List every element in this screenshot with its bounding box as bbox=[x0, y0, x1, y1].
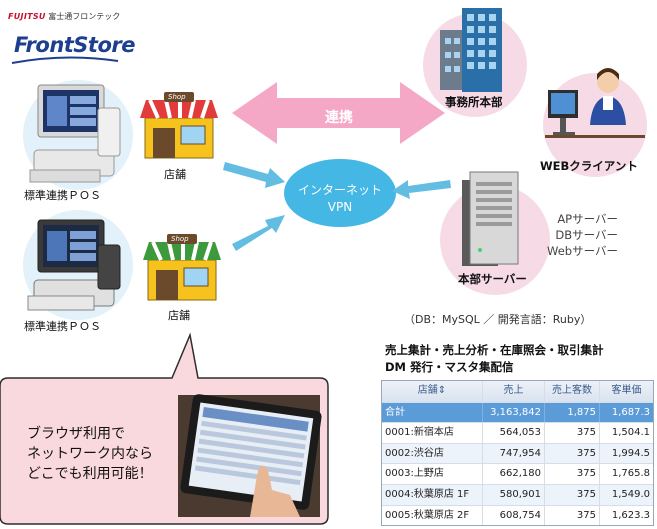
table-row[interactable]: 0005:秋葉原店 2F 608,754 375 1,623.3 bbox=[382, 504, 653, 526]
office-label: 事務所本部 bbox=[445, 95, 503, 109]
server-role-web: Webサーバー bbox=[547, 244, 618, 258]
store-label-1: 店舗 bbox=[164, 168, 186, 181]
table-cell: 1,623.3 bbox=[611, 509, 650, 521]
col-header-unit-price[interactable]: 客単価 bbox=[611, 385, 642, 396]
callout-text: ブラウザ利用で ネットワーク内なら どこでも利用可能！ bbox=[27, 424, 153, 484]
col-header-customers[interactable]: 売上客数 bbox=[545, 381, 600, 402]
table-cell: 1,875 bbox=[545, 402, 600, 423]
table-cell: 608,754 bbox=[483, 505, 545, 526]
table-cell: 合計 bbox=[382, 402, 483, 423]
table-cell: 375 bbox=[545, 443, 600, 464]
table-cell: 375 bbox=[545, 464, 600, 484]
server-roles: APサーバー DBサーバー Webサーバー bbox=[528, 211, 618, 259]
callout-line-3: どこでも利用可能！ bbox=[27, 466, 153, 482]
link-arrow bbox=[232, 82, 445, 144]
pos-terminal-2 bbox=[27, 219, 121, 311]
server-label: 本部サーバー bbox=[458, 272, 527, 286]
table-cell: 0004:秋葉原店 1F bbox=[382, 484, 483, 505]
web-client-icon bbox=[545, 68, 645, 138]
server-icon bbox=[462, 171, 519, 266]
fujitsu-logo: FUJITSU 富士通フロンテック bbox=[8, 11, 120, 22]
store-icon-1 bbox=[140, 92, 218, 159]
logo-swoosh-icon bbox=[11, 56, 119, 64]
table-cell: 1,687.3 bbox=[611, 406, 650, 418]
db-note: （DB：MySQL ／ 開発言語：Ruby） bbox=[404, 313, 592, 326]
table-cell: 1,994.5 bbox=[611, 447, 650, 459]
sales-table: 店舗⇕ 売上 売上客数 客単価 合計 3,163,842 1,875 1,687… bbox=[381, 380, 654, 527]
table-row[interactable]: 0001:新宿本店 564,053 375 1,504.1 bbox=[382, 422, 653, 443]
table-cell: 564,053 bbox=[483, 423, 545, 443]
web-client-label: WEBクライアント bbox=[540, 159, 638, 173]
table-cell: 1,504.1 bbox=[611, 427, 650, 439]
store-label-2: 店舗 bbox=[168, 309, 190, 322]
office-building-icon bbox=[440, 8, 502, 92]
table-cell: 747,954 bbox=[483, 443, 545, 464]
feature-list: 売上集計・売上分析・在庫照会・取引集計 DM 発行・マスタ集配信 bbox=[385, 342, 604, 376]
table-cell: 375 bbox=[545, 505, 600, 526]
table-cell: 0003:上野店 bbox=[382, 464, 483, 484]
table-cell: 0001:新宿本店 bbox=[382, 423, 483, 443]
callout-line-1: ブラウザ利用で bbox=[27, 426, 125, 442]
table-cell: 0002:渋谷店 bbox=[382, 443, 483, 464]
table-cell: 3,163,842 bbox=[483, 402, 545, 423]
shop-sign-1: Shop bbox=[168, 93, 186, 101]
shop-sign-2: Shop bbox=[171, 235, 189, 243]
table-header-row: 店舗⇕ 売上 売上客数 客単価 bbox=[382, 381, 653, 402]
table-cell: 1,765.8 bbox=[611, 468, 650, 480]
server-role-db: DBサーバー bbox=[555, 228, 618, 242]
cloud-line-1: インターネット bbox=[297, 183, 382, 197]
table-cell: 0005:秋葉原店 2F bbox=[382, 505, 483, 526]
fujitsu-company: 富士通フロンテック bbox=[48, 12, 121, 21]
vpn-cloud bbox=[284, 159, 396, 227]
table-cell: 1,549.0 bbox=[611, 488, 650, 500]
table-cell: 375 bbox=[545, 423, 600, 443]
vpn-cloud-label: インターネット VPN bbox=[290, 182, 390, 216]
frontstore-logo: FrontStore bbox=[14, 33, 136, 57]
arrows-to-cloud bbox=[223, 162, 451, 251]
server-role-ap: APサーバー bbox=[557, 212, 618, 226]
table-cell: 375 bbox=[545, 484, 600, 505]
tablet-photo bbox=[178, 394, 322, 517]
pos-label-1: 標準連携ＰＯＳ bbox=[24, 189, 101, 202]
pos-terminal-1 bbox=[29, 84, 121, 183]
fujitsu-brand: FUJITSU bbox=[8, 12, 46, 21]
cloud-line-2: VPN bbox=[327, 200, 353, 214]
table-cell: 580,901 bbox=[483, 484, 545, 505]
link-label: 連携 bbox=[325, 110, 353, 126]
pos-label-2: 標準連携ＰＯＳ bbox=[24, 320, 101, 333]
table-row[interactable]: 0003:上野店 662,180 375 1,765.8 bbox=[382, 463, 653, 484]
col-header-store[interactable]: 店舗⇕ bbox=[382, 381, 483, 402]
table-row[interactable]: 0004:秋葉原店 1F 580,901 375 1,549.0 bbox=[382, 483, 653, 505]
table-total-row[interactable]: 合計 3,163,842 1,875 1,687.3 bbox=[382, 401, 653, 423]
feature-line-2: DM 発行・マスタ集配信 bbox=[385, 360, 514, 374]
callout-line-2: ネットワーク内なら bbox=[27, 446, 153, 462]
col-header-sales[interactable]: 売上 bbox=[483, 381, 545, 402]
table-cell: 662,180 bbox=[483, 464, 545, 484]
store-icon-2 bbox=[143, 234, 221, 301]
feature-line-1: 売上集計・売上分析・在庫照会・取引集計 bbox=[385, 343, 604, 357]
table-row[interactable]: 0002:渋谷店 747,954 375 1,994.5 bbox=[382, 442, 653, 464]
